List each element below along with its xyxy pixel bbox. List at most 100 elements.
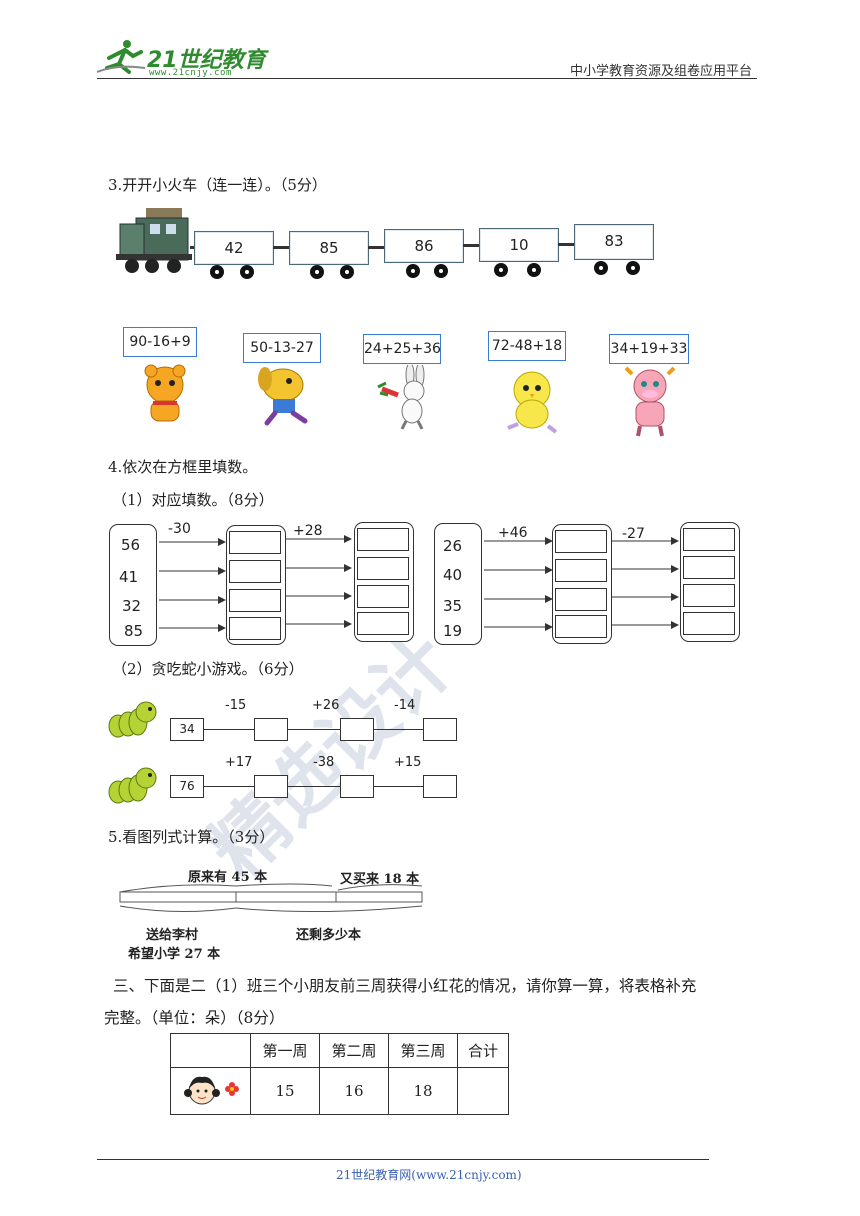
snake-operation: -14 bbox=[394, 698, 416, 713]
table-answer-cell[interactable] bbox=[457, 1067, 509, 1115]
wheel bbox=[406, 264, 420, 278]
table-header: 第二周 bbox=[319, 1033, 389, 1068]
arrows-right-group bbox=[484, 537, 679, 631]
answer-box[interactable] bbox=[357, 612, 409, 635]
start-number: 41 bbox=[119, 568, 139, 586]
expression-text: 34+19+33 bbox=[610, 341, 688, 357]
q5-label-bottom-left-1: 送给李村 bbox=[146, 928, 199, 943]
section3-line1: 三、下面是二（1）班三个小朋友前三周获得小红花的情况，请你算一算，将表格补充 bbox=[113, 977, 697, 995]
snake-path bbox=[204, 786, 424, 787]
operation-label: -30 bbox=[168, 521, 191, 537]
car-number: 86 bbox=[414, 237, 434, 255]
answer-box[interactable] bbox=[683, 528, 735, 551]
girl-with-flower-icon bbox=[183, 1076, 239, 1105]
answer-box[interactable] bbox=[555, 615, 607, 638]
logo-url: www.21cnjy.com bbox=[149, 68, 232, 78]
answer-box[interactable] bbox=[229, 531, 281, 554]
number-column bbox=[109, 524, 157, 646]
expression-card: 24+25+36 bbox=[363, 334, 441, 364]
wheel bbox=[240, 265, 254, 279]
answer-box[interactable] bbox=[229, 617, 281, 640]
snake-operation: +26 bbox=[312, 698, 340, 713]
chick-icon bbox=[507, 371, 558, 434]
section3-line2: 完整。（单位：朵）（8分） bbox=[104, 1009, 285, 1027]
q3-title: 3.开开小火车（连一连）。（5分） bbox=[108, 176, 327, 194]
snake-answer-box[interactable] bbox=[423, 718, 457, 741]
wheel bbox=[434, 264, 448, 278]
snake-icon bbox=[108, 767, 157, 804]
q5-label-top-left: 原来有 45 本 bbox=[188, 870, 268, 885]
footer-divider bbox=[97, 1159, 709, 1160]
snake-start-box: 76 bbox=[170, 775, 204, 798]
q5-title: 5.看图列式计算。（3分） bbox=[108, 828, 275, 846]
answer-box[interactable] bbox=[357, 528, 409, 551]
q5-label-bottom-right: 还剩多少本 bbox=[296, 928, 362, 943]
snake-answer-box[interactable] bbox=[423, 775, 457, 798]
number-column bbox=[434, 523, 482, 645]
table-header-row: 第一周 第二周 第三周 合计 bbox=[170, 1033, 509, 1068]
snake-answer-box[interactable] bbox=[254, 718, 288, 741]
expression-text: 50-13-27 bbox=[250, 340, 314, 356]
answer-box[interactable] bbox=[555, 588, 607, 611]
footer-text: 21世纪教育网(www.21cnjy.com) bbox=[336, 1168, 522, 1182]
snake-operation: +17 bbox=[225, 755, 253, 770]
expression-text: 72-48+18 bbox=[491, 338, 563, 354]
car-number: 83 bbox=[604, 232, 624, 250]
watermark: 精选设计 bbox=[192, 617, 470, 895]
start-number: 26 bbox=[443, 537, 463, 555]
q5-label-bottom-left-2: 希望小学 27 本 bbox=[128, 947, 221, 962]
answer-box[interactable] bbox=[683, 584, 735, 607]
answer-box[interactable] bbox=[229, 589, 281, 612]
wheel bbox=[626, 261, 640, 275]
operation-label: +46 bbox=[498, 525, 528, 541]
table-cell: 15 bbox=[250, 1067, 320, 1115]
expression-card: 50-13-27 bbox=[243, 333, 321, 363]
train-car: 42 bbox=[194, 231, 274, 265]
segment-diagram bbox=[119, 883, 423, 913]
expression-card: 72-48+18 bbox=[488, 331, 566, 361]
tiger-icon bbox=[144, 364, 186, 422]
snake-answer-box[interactable] bbox=[340, 718, 374, 741]
snake-start-number: 34 bbox=[179, 722, 195, 736]
answer-box[interactable] bbox=[683, 556, 735, 579]
arrows-left-group bbox=[159, 535, 352, 632]
wheel bbox=[494, 263, 508, 277]
table-cell: 16 bbox=[319, 1067, 389, 1115]
snake-start-number: 76 bbox=[179, 779, 195, 793]
flowers-table: 第一周 第二周 第三周 合计 15 16 18 bbox=[170, 1033, 509, 1115]
table-header bbox=[170, 1033, 251, 1068]
answer-box[interactable] bbox=[555, 559, 607, 582]
q4-part2-title: （2）贪吃蛇小游戏。（6分） bbox=[112, 660, 304, 678]
answer-box[interactable] bbox=[357, 557, 409, 580]
expression-text: 90-16+9 bbox=[129, 334, 191, 350]
coupler bbox=[463, 244, 479, 247]
wheel bbox=[210, 265, 224, 279]
train-car: 85 bbox=[289, 231, 369, 265]
train-car: 83 bbox=[574, 224, 654, 260]
snake-operation: -38 bbox=[313, 755, 335, 770]
wheel bbox=[527, 263, 541, 277]
answer-box[interactable] bbox=[555, 530, 607, 553]
car-number: 42 bbox=[224, 239, 244, 257]
q4-title: 4.依次在方框里填数。 bbox=[108, 458, 258, 476]
wheel bbox=[340, 265, 354, 279]
answer-box[interactable] bbox=[357, 585, 409, 608]
answer-box[interactable] bbox=[229, 560, 281, 583]
snake-answer-box[interactable] bbox=[254, 775, 288, 798]
table-header: 第一周 bbox=[250, 1033, 320, 1068]
header-divider bbox=[97, 78, 757, 79]
rabbit-icon bbox=[377, 365, 425, 430]
coupler bbox=[273, 246, 289, 249]
train-car: 86 bbox=[384, 229, 464, 263]
start-number: 56 bbox=[121, 536, 141, 554]
expression-card: 34+19+33 bbox=[609, 334, 689, 364]
start-number: 19 bbox=[443, 622, 463, 640]
q4-part1-title: （1）对应填数。（8分） bbox=[112, 491, 274, 509]
start-number: 32 bbox=[122, 597, 142, 615]
start-number: 40 bbox=[443, 566, 463, 584]
cow-icon bbox=[624, 366, 676, 437]
snake-answer-box[interactable] bbox=[340, 775, 374, 798]
train-car: 10 bbox=[479, 228, 559, 262]
answer-box[interactable] bbox=[683, 612, 735, 635]
operation-label: -27 bbox=[622, 526, 645, 542]
